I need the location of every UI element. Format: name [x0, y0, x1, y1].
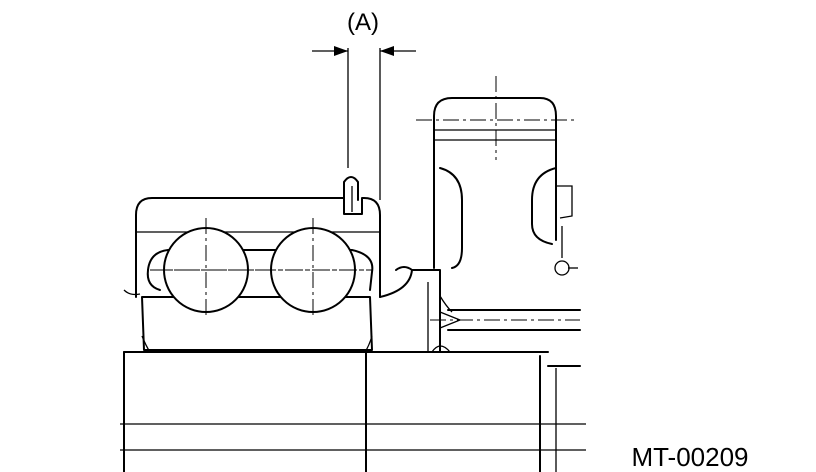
bearing-outer-race	[123, 176, 381, 298]
dimension-a-label: (A)	[347, 9, 379, 36]
arrow-right	[380, 46, 394, 56]
arrow-left	[334, 46, 348, 56]
raceway-groove	[147, 249, 374, 291]
dimension-a: (A)	[312, 9, 416, 200]
retaining-plate	[379, 266, 451, 353]
raceway-groove-left	[146, 269, 161, 291]
ball-right	[260, 218, 366, 318]
gear	[416, 76, 578, 276]
ball-left	[154, 218, 258, 318]
shaft	[120, 351, 586, 472]
oil-passage	[430, 295, 581, 331]
figure-code: MT-00209	[631, 442, 748, 472]
